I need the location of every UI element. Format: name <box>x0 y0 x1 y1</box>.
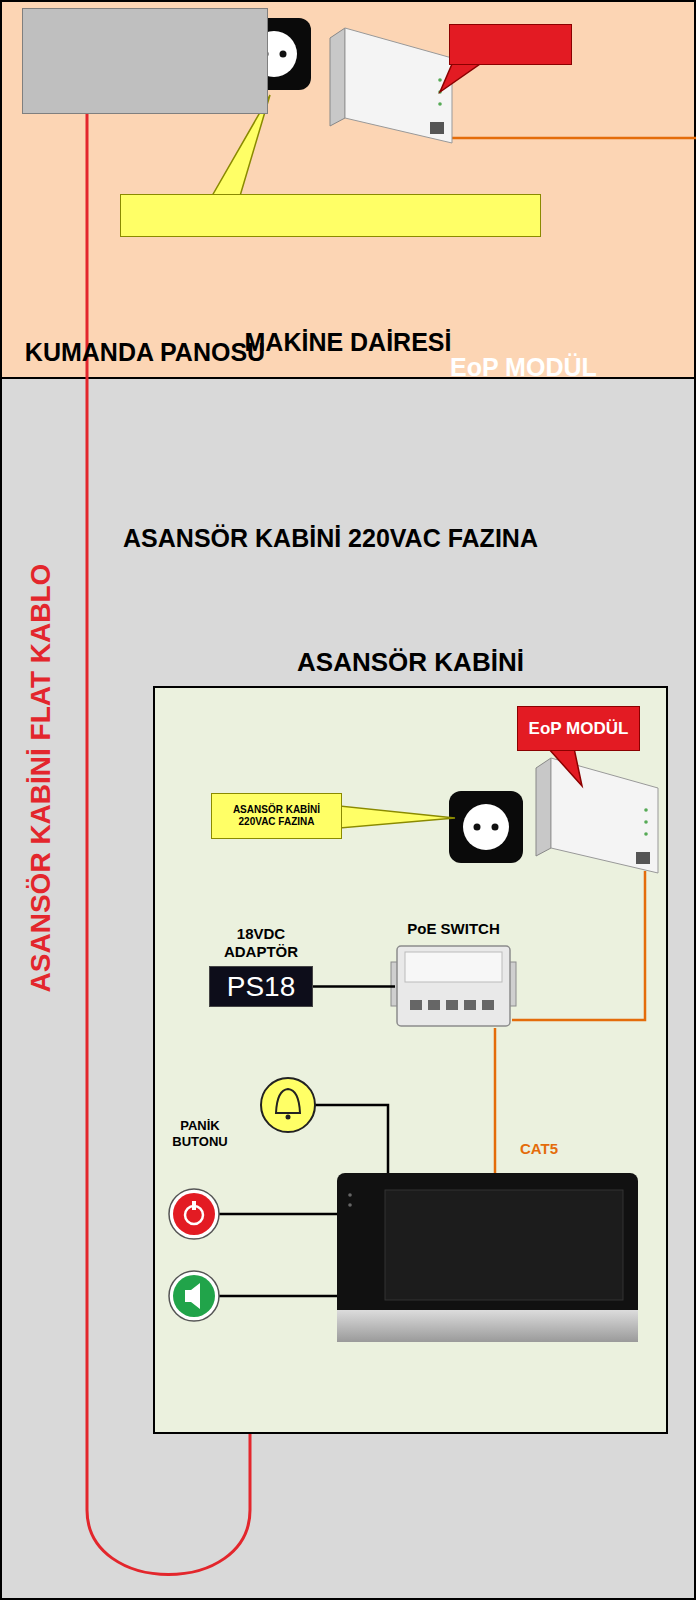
poe-switch-symbol <box>405 952 502 982</box>
poe-switch-symbol <box>397 946 510 1026</box>
cancel-button <box>219 1213 337 1216</box>
poe-switch-symbol <box>391 946 516 1026</box>
cable-type-label: CAT5 <box>520 1140 558 1157</box>
power-wire <box>313 985 395 988</box>
node-title: ASANSÖR KABİNİ 220VAC FAZINA <box>216 804 337 829</box>
cable-label: ASANSÖR KABİNİ FLAT KABLO <box>25 564 57 993</box>
cabin-box: ASANSÖR KABİNİEoP MODÜLASANSÖR KABİNİ 22… <box>153 686 668 1434</box>
node-title: EoP MODÜL <box>529 719 629 739</box>
room-region: MAKİNE DAİRESİKUMANDA PANOSUEoP MODÜLASA… <box>0 0 696 378</box>
eop-module <box>330 28 452 143</box>
cancel-button <box>169 1189 219 1239</box>
node-title: ASANSÖR KABİNİ <box>155 647 666 678</box>
divider-line <box>0 377 696 379</box>
power-adapter: 18VDC ADAPTÖRPS18 <box>209 966 313 1007</box>
intercom-monitor <box>385 1190 623 1300</box>
panic-button <box>261 1078 315 1132</box>
poe-switch-symbol <box>410 1000 422 1010</box>
node-text: PS18 <box>227 971 296 1003</box>
control-panel: KUMANDA PANOSU <box>22 8 268 114</box>
cancel-button <box>192 1201 196 1210</box>
cancel-button <box>169 1189 337 1239</box>
talk-button <box>173 1275 215 1317</box>
cabin-ground <box>155 688 666 1432</box>
node-title: PoE SWITCH <box>395 920 512 937</box>
ethernet-wire <box>452 137 696 140</box>
poe-switch-symbol <box>446 1000 458 1010</box>
talk-button <box>185 1283 200 1309</box>
eop-module <box>536 758 658 873</box>
panic-button <box>286 1115 291 1120</box>
talk-button <box>219 1295 337 1298</box>
node-title: 18VDC ADAPTÖR <box>216 925 306 961</box>
intercom-monitor <box>337 1173 638 1342</box>
power-socket <box>449 791 523 863</box>
callout-pointer <box>340 806 455 828</box>
panic-button <box>261 1078 388 1173</box>
poe-switch-symbol <box>464 1000 476 1010</box>
callout-pointer <box>548 748 582 786</box>
panic-button <box>276 1089 300 1113</box>
intercom-monitor <box>337 1310 638 1342</box>
node-title: KUMANDA PANOSU <box>23 337 267 367</box>
node-title: EoP MODÜL <box>450 353 571 382</box>
button-label: PANİK BUTONU <box>160 1118 240 1151</box>
node-title: ASANSÖR KABİNİ 220VAC FAZINA <box>121 523 540 554</box>
callout-box: ASANSÖR KABİNİ 220VAC FAZINA <box>120 194 541 237</box>
intercom-monitor <box>348 1193 352 1197</box>
cat5-wire <box>494 1028 497 1173</box>
intercom-monitor <box>348 1203 352 1207</box>
talk-button <box>169 1271 337 1321</box>
flat-cable <box>87 114 250 1575</box>
callout-box: ASANSÖR KABİNİ 220VAC FAZINA <box>211 793 342 839</box>
switch-box: PoE SWITCH <box>395 920 512 1028</box>
poe-switch-symbol <box>482 1000 494 1010</box>
shaft-ground <box>0 378 696 1600</box>
intercom-monitor <box>337 1173 638 1342</box>
ethernet-wire <box>512 871 645 1020</box>
callout-box: EoP MODÜL <box>449 24 572 65</box>
poe-switch-symbol <box>428 1000 440 1010</box>
panic-button <box>315 1105 388 1173</box>
cancel-button <box>173 1193 215 1235</box>
machine-room-ground <box>0 0 696 378</box>
talk-button <box>169 1271 219 1321</box>
callout-box: EoP MODÜL <box>517 706 640 751</box>
